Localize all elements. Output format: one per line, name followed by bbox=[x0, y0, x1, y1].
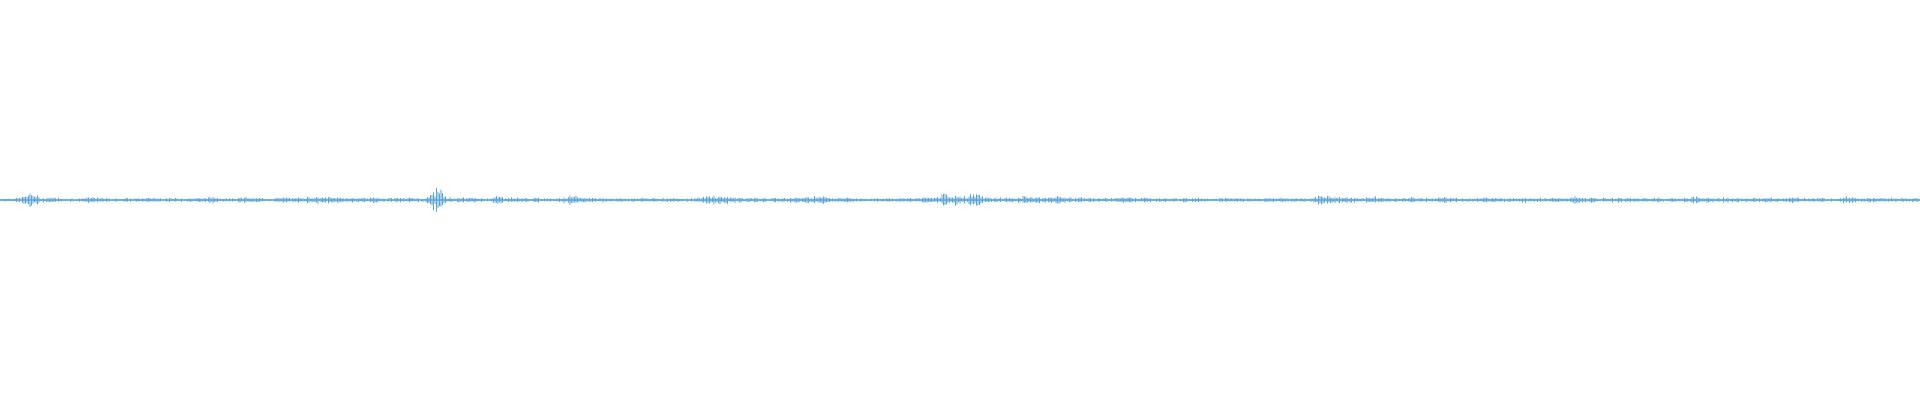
waveform-bars bbox=[0, 187, 1920, 212]
waveform-signal bbox=[0, 187, 1919, 212]
